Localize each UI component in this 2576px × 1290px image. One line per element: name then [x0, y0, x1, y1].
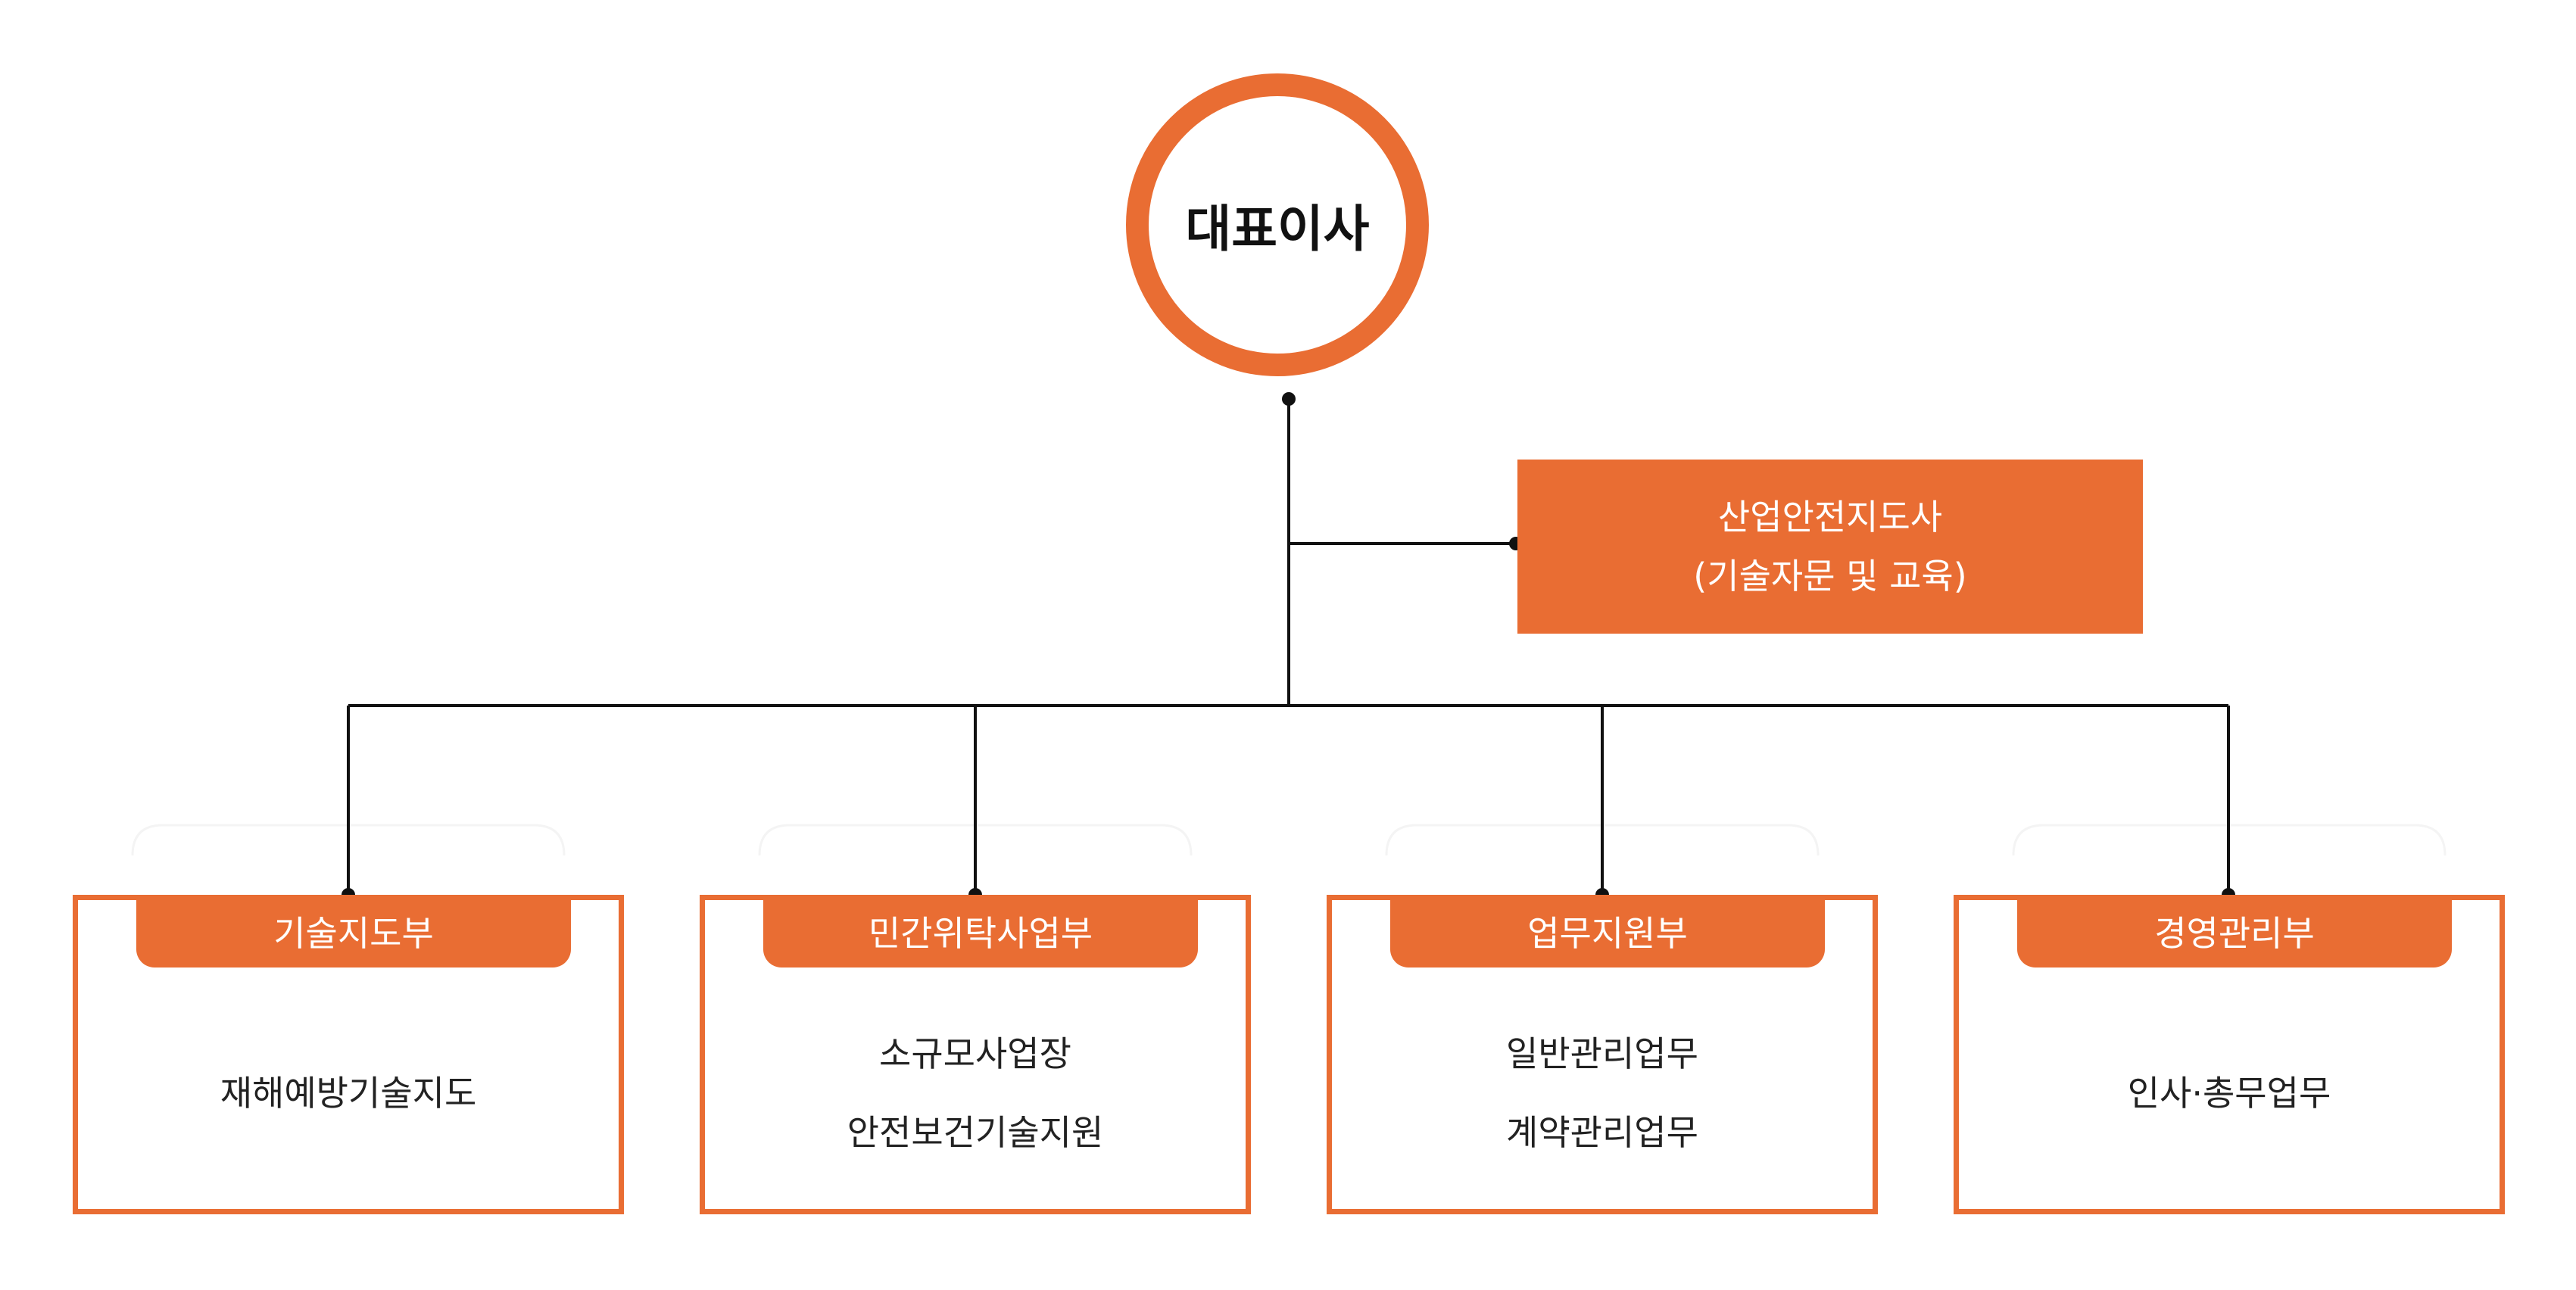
department-box-technical-guidance: 기술지도부 재해예방기술지도	[73, 895, 624, 1214]
duty-item: 인사·총무업무	[2127, 1073, 2331, 1114]
department-duties: 일반관리업무 계약관리업무	[1332, 1006, 1873, 1180]
department-name-tab: 민간위탁사업부	[763, 895, 1198, 968]
duty-item: 소규모사업장	[879, 1033, 1071, 1074]
department-name: 경영관리부	[2154, 913, 2315, 954]
department-name-tab: 기술지도부	[136, 895, 571, 968]
department-duties: 인사·총무업무	[1959, 1006, 2500, 1180]
department-name-tab: 경영관리부	[2017, 895, 2452, 968]
department-duties: 재해예방기술지도	[78, 1006, 619, 1180]
connector-dot	[1282, 392, 1296, 406]
advisor-node: 산업안전지도사 (기술자문 및 교육)	[1517, 460, 2143, 634]
department-box-business-support: 업무지원부 일반관리업무 계약관리업무	[1327, 895, 1878, 1214]
department-name: 업무지원부	[1527, 913, 1688, 954]
duty-item: 일반관리업무	[1506, 1033, 1698, 1074]
duty-item: 안전보건기술지원	[847, 1112, 1104, 1153]
department-box-management: 경영관리부 인사·총무업무	[1954, 895, 2505, 1214]
department-name: 민간위탁사업부	[868, 913, 1093, 954]
duty-item: 재해예방기술지도	[220, 1073, 477, 1114]
department-name-tab: 업무지원부	[1390, 895, 1825, 968]
advisor-title: 산업안전지도사	[1717, 497, 1943, 538]
advisor-subtitle: (기술자문 및 교육)	[1693, 556, 1967, 597]
duty-item: 계약관리업무	[1506, 1112, 1698, 1153]
ceo-node: 대표이사	[1126, 73, 1429, 376]
department-box-private-consignment: 민간위탁사업부 소규모사업장 안전보건기술지원	[700, 895, 1251, 1214]
department-name: 기술지도부	[273, 913, 434, 954]
ceo-label: 대표이사	[1185, 200, 1370, 258]
department-duties: 소규모사업장 안전보건기술지원	[705, 1006, 1246, 1180]
